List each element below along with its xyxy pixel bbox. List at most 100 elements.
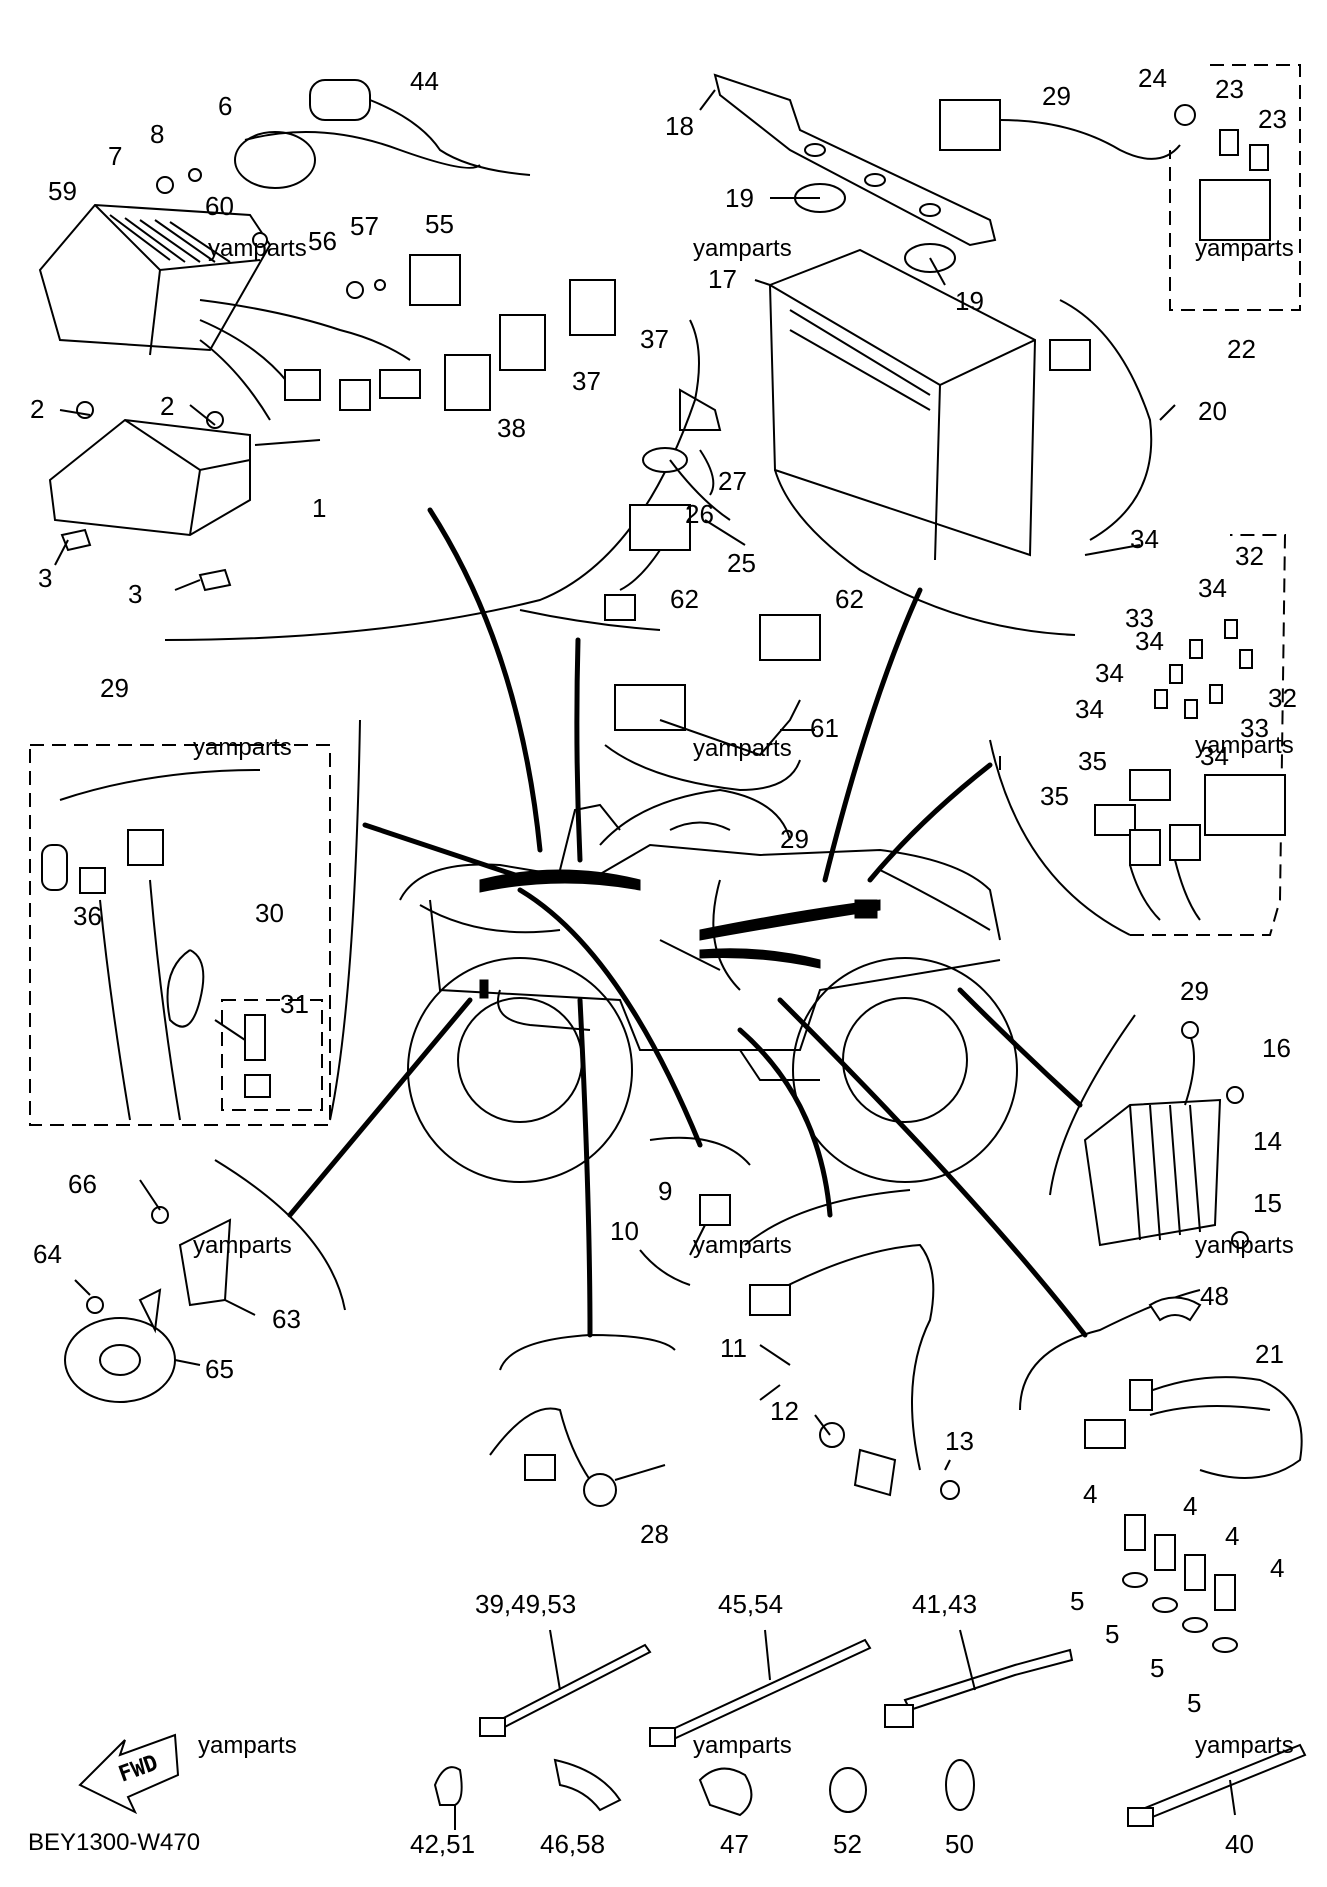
- callout-label: 12: [770, 1396, 799, 1426]
- callout-label: 35: [1078, 746, 1107, 776]
- callout-label: 34: [1198, 573, 1227, 603]
- callout-label: 5: [1105, 1619, 1119, 1649]
- watermark: yamparts: [693, 235, 792, 262]
- callout-label: 22: [1227, 334, 1256, 364]
- watermark: yamparts: [693, 1732, 792, 1759]
- callout-label: 26: [685, 499, 714, 529]
- callout-label: 32: [1235, 541, 1264, 571]
- callout-label: 4: [1183, 1491, 1197, 1521]
- callout-label: 55: [425, 209, 454, 239]
- callout-label: 2: [160, 391, 174, 421]
- callout-label: 24: [1138, 63, 1167, 93]
- cdi-harness: [199, 299, 421, 421]
- callout-label: 38: [497, 413, 526, 443]
- callout-label: 31: [280, 989, 309, 1019]
- callout-label: 44: [410, 66, 439, 96]
- horn-65: [64, 1206, 232, 1403]
- callout-label: 10: [610, 1216, 639, 1246]
- callout-label: 61: [810, 713, 839, 743]
- outline-sensor-9-group: [649, 1136, 751, 1166]
- watermark: yamparts: [1195, 235, 1294, 262]
- watermark: yamparts: [693, 735, 792, 762]
- callout-label: 9: [658, 1176, 672, 1206]
- callout-label: 62: [835, 584, 864, 614]
- battery-17: [768, 248, 1037, 561]
- callout-label: 25: [727, 548, 756, 578]
- callout-label: 64: [33, 1239, 62, 1269]
- diagram-code: BEY1300-W470: [28, 1829, 200, 1856]
- callout-label: 34: [1200, 741, 1229, 771]
- outline-main-switch-group: [519, 609, 661, 631]
- callout-label: 19: [955, 286, 984, 316]
- outline-starter-relay-box: [1169, 64, 1301, 311]
- callout-label: 21: [1255, 1339, 1284, 1369]
- callout-label: 40: [1225, 1829, 1254, 1859]
- outline-sensor-10: [639, 1249, 691, 1286]
- watermark: yamparts: [193, 1232, 292, 1259]
- callout-label: 41,43: [912, 1589, 977, 1619]
- callout-label: 66: [68, 1169, 97, 1199]
- relays-37-38: [444, 279, 616, 411]
- battery-band-18: [713, 73, 997, 247]
- relays-62-61: [614, 614, 821, 757]
- callout-label: 39,49,53: [475, 1589, 576, 1619]
- callout-leaders: [54, 89, 1236, 1830]
- watermark: yamparts: [1195, 732, 1294, 759]
- callout-label: 29: [780, 824, 809, 854]
- speed-sensor-11: [749, 1243, 960, 1500]
- outline-fuse-group: [989, 739, 1131, 936]
- main-switch-25: [604, 388, 722, 621]
- callout-label: 42,51: [410, 1829, 475, 1859]
- callout-label: 8: [150, 119, 164, 149]
- callout-label: 48: [1200, 1281, 1229, 1311]
- callout-label: 52: [833, 1829, 862, 1859]
- callout-label: 33: [1125, 603, 1154, 633]
- regulator-14: [1083, 1021, 1249, 1249]
- callout-label: 3: [128, 579, 142, 609]
- watermark: yamparts: [1195, 1232, 1294, 1259]
- callout-label: 17: [708, 264, 737, 294]
- watermark: yamparts: [1195, 1732, 1294, 1759]
- left-box-parts: [41, 769, 271, 1121]
- callout-label: 1: [312, 493, 326, 523]
- leader-lines: [287, 507, 1088, 1338]
- callout-label: 28: [640, 1519, 669, 1549]
- outline-left-box: [29, 744, 331, 1126]
- atv-body: [399, 788, 1018, 1183]
- watermark: yamparts: [198, 1732, 297, 1759]
- ecu-1: [48, 418, 251, 537]
- callout-label: 37: [572, 366, 601, 396]
- outline-speed-sensor-group: [744, 1189, 911, 1246]
- callout-label: 23: [1215, 74, 1244, 104]
- callout-label: 19: [725, 183, 754, 213]
- outline-relay-group: [604, 744, 801, 792]
- callout-label: 35: [1040, 781, 1069, 811]
- callout-label: 29: [1042, 81, 1071, 111]
- callout-label: 32: [1268, 683, 1297, 713]
- fwd-arrow-icon: FWD: [78, 1733, 180, 1815]
- callout-label: 18: [665, 111, 694, 141]
- clamps: [433, 1758, 975, 1817]
- callout-label: 30: [255, 898, 284, 928]
- cable-ties: [479, 1638, 1307, 1827]
- callout-label: 15: [1253, 1188, 1282, 1218]
- callout-label: 14: [1253, 1126, 1282, 1156]
- callout-label: 29: [100, 673, 129, 703]
- callout-label: 13: [945, 1426, 974, 1456]
- watermark: yamparts: [693, 1232, 792, 1259]
- callout-label: 50: [945, 1829, 974, 1859]
- relay-55: [409, 254, 461, 306]
- callout-label: 4: [1270, 1553, 1284, 1583]
- callout-label: 46,58: [540, 1829, 605, 1859]
- callout-label: 65: [205, 1354, 234, 1384]
- callout-label: 59: [48, 176, 77, 206]
- battery-lead-29-20: [939, 99, 1181, 541]
- outline-cdi-group: [164, 319, 700, 641]
- watermarks: yamparts yamparts yamparts yamparts yamp…: [193, 235, 1294, 1759]
- callout-label: 60: [205, 191, 234, 221]
- callout-label: 34: [1130, 524, 1159, 554]
- callout-label: 57: [350, 211, 379, 241]
- outline-regulator-group: [1049, 1014, 1136, 1196]
- callout-label: 7: [108, 141, 122, 171]
- neutral-switch-28: [489, 1407, 666, 1507]
